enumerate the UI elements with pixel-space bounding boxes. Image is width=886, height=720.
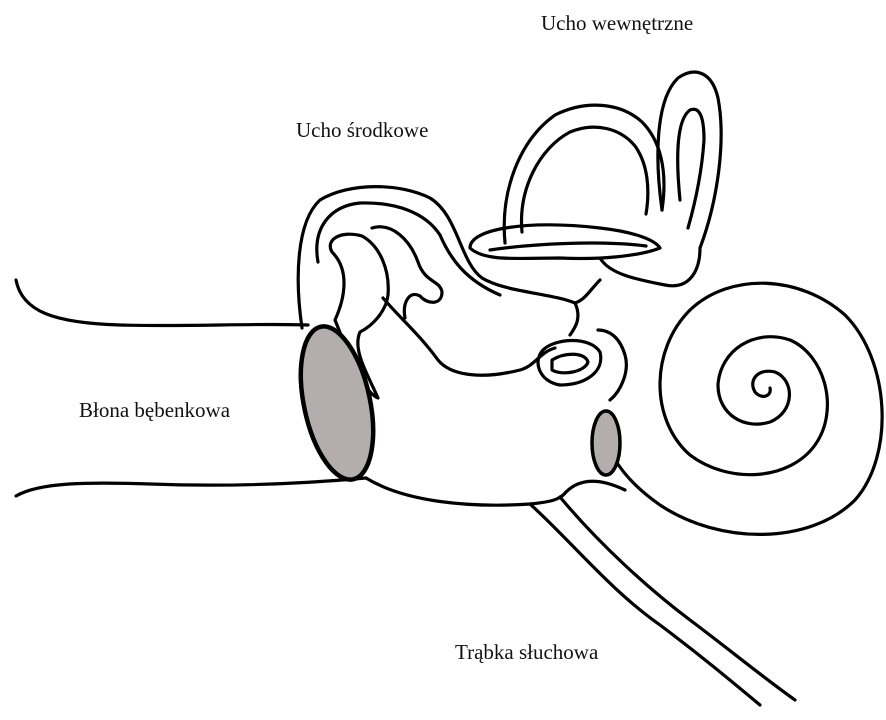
vestibule-lower	[575, 280, 600, 303]
eustachian-tube-label: Trąbka słuchowa	[455, 642, 598, 663]
vestibule	[600, 248, 700, 286]
posterior-semicircular-canal-inner	[678, 109, 704, 228]
round-window	[592, 411, 620, 475]
stapes-footplate	[538, 341, 601, 386]
cochlea-wall	[598, 330, 626, 400]
incus-ossicle	[372, 227, 442, 318]
superior-semicircular-canal	[504, 105, 664, 243]
ear-canal-upper-wall	[16, 280, 308, 326]
cochlea-spiral-outer	[600, 283, 882, 534]
lateral-semicircular-canal	[470, 225, 660, 259]
ear-canal-lower-wall	[16, 478, 366, 496]
middle-ear-label: Ucho środkowe	[296, 120, 428, 141]
stapes-ossicle	[383, 298, 555, 375]
cochlea-base	[566, 481, 625, 492]
inner-ear-label: Ucho wewnętrzne	[541, 13, 693, 34]
stapes-inner-ring	[552, 354, 588, 373]
superior-semicircular-canal-inner	[522, 127, 648, 232]
eustachian-tube-lower-wall	[560, 497, 795, 700]
eardrum-label: Błona bębenkowa	[79, 400, 230, 421]
eustachian-tube-upper-wall	[530, 504, 760, 705]
tympanic-membrane	[289, 320, 386, 486]
middle-ear-floor	[366, 478, 566, 505]
lateral-canal-inner	[490, 243, 646, 250]
